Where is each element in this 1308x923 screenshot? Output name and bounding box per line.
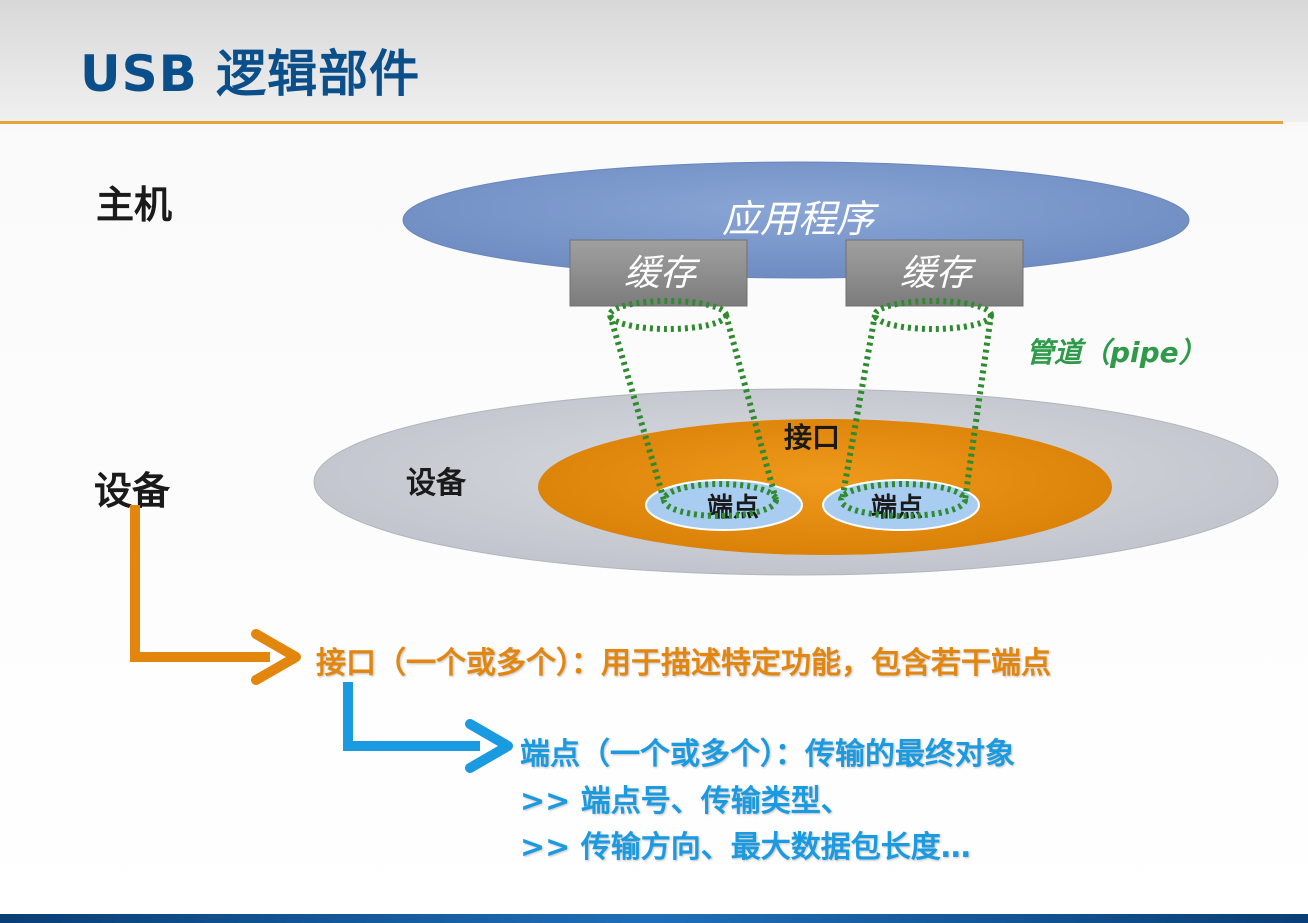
pipe-left xyxy=(607,298,779,519)
endpoint-right xyxy=(822,479,980,531)
title-underline xyxy=(0,121,1283,124)
endpoint-arrow xyxy=(343,682,513,773)
application-label: 应用程序 xyxy=(722,197,880,241)
header-band xyxy=(0,0,1308,122)
bottom-bar xyxy=(0,914,1308,923)
endpoint-description: 端点（一个或多个）：传输的最终对象 xyxy=(520,737,1015,772)
endpoint-detail-1: >> 端点号、传输类型、 xyxy=(520,784,851,819)
pipe-right xyxy=(838,298,994,519)
buffer-left xyxy=(569,239,748,307)
interface-arrow xyxy=(130,505,301,685)
slide-title: USB 逻辑部件 xyxy=(80,45,421,103)
buffer-right-label: 缓存 xyxy=(900,253,977,294)
endpoint-detail-2: >> 传输方向、最大数据包长度… xyxy=(520,830,971,865)
host-label: 主机 xyxy=(96,183,173,227)
endpoint-left-label: 端点 xyxy=(707,492,759,523)
device-ellipse-label: 设备 xyxy=(406,466,467,501)
buffer-left-label: 缓存 xyxy=(624,253,701,294)
buffer-right xyxy=(845,239,1024,307)
pipe-label: 管道（pipe） xyxy=(1026,336,1207,369)
interface-description: 接口（一个或多个）：用于描述特定功能，包含若干端点 xyxy=(316,646,1051,681)
interface-label: 接口 xyxy=(784,421,840,454)
